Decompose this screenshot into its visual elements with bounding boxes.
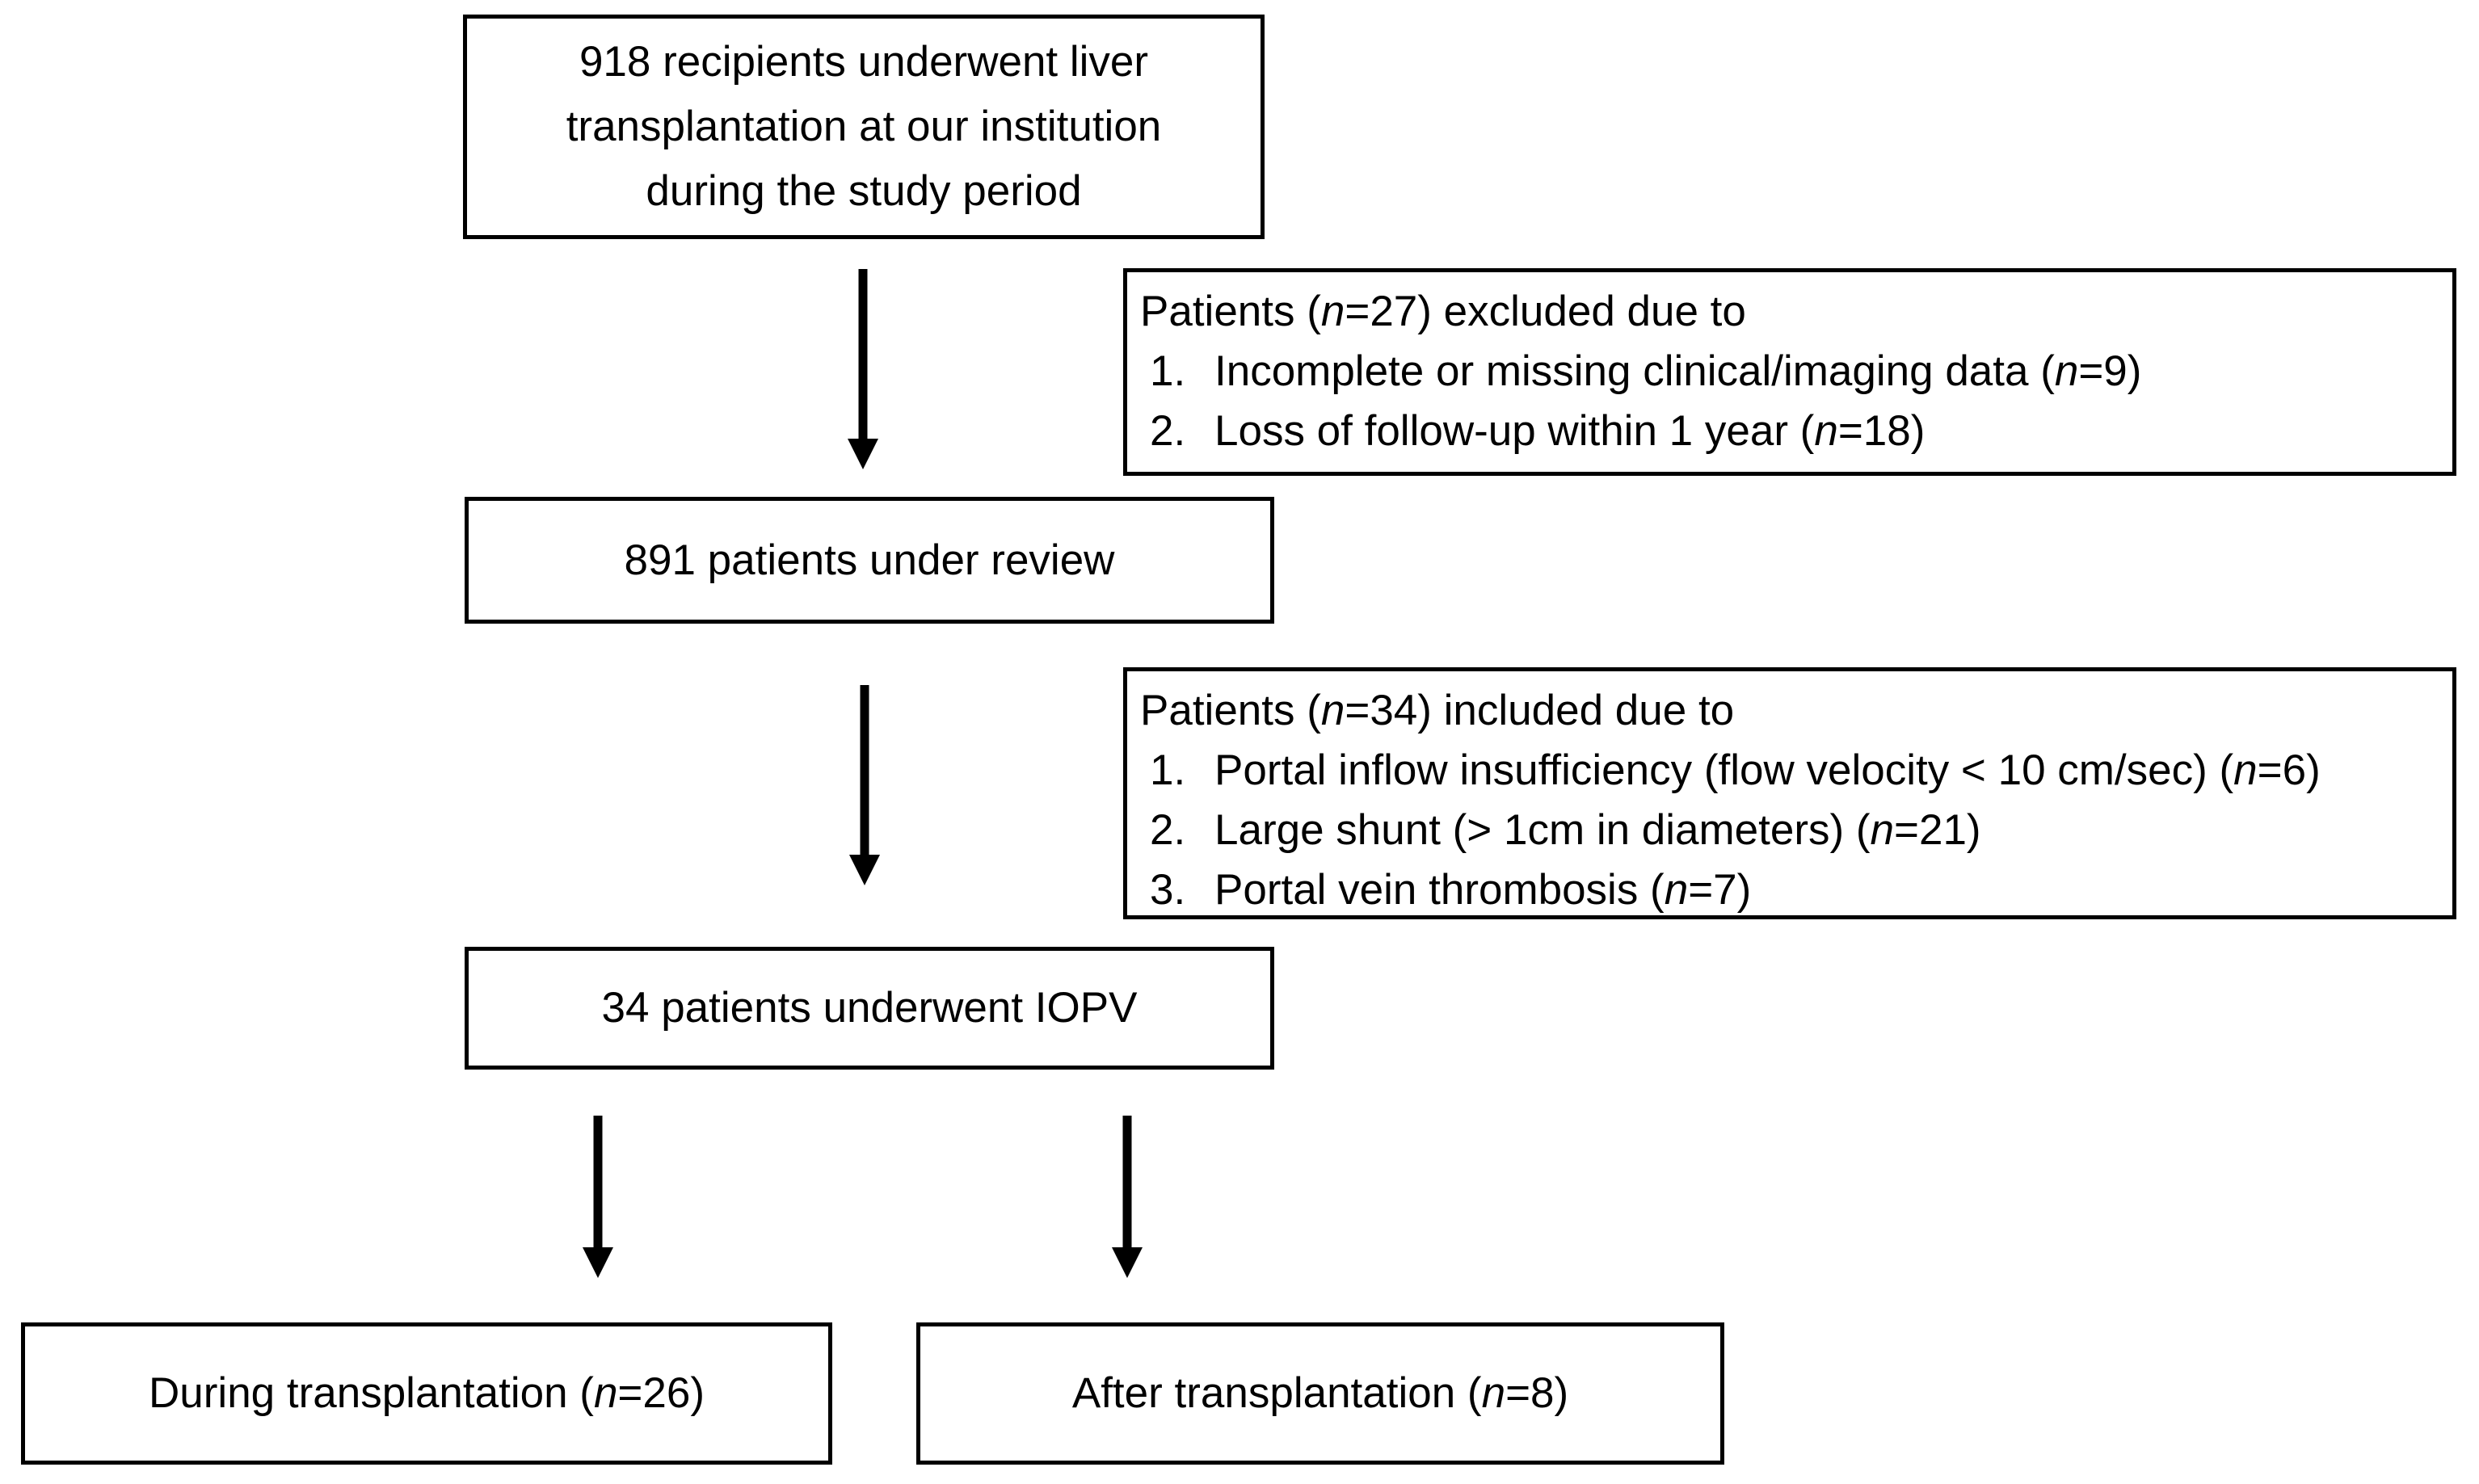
after-transplantation-box: After transplantation (n=8): [916, 1322, 1724, 1465]
item-number: 2.: [1150, 806, 1186, 854]
item-text: Portal inflow insufficiency (flow veloci…: [1214, 746, 2321, 794]
after-transplantation-label: After transplantation (n=8): [1071, 1369, 1569, 1417]
enrollment-line: transplantation at our institution: [566, 103, 1162, 150]
enrollment-line: during the study period: [646, 167, 1082, 215]
excluded-item: 1. Incomplete or missing clinical/imagin…: [1140, 342, 2444, 401]
down-arrow: [848, 269, 878, 469]
included-box: Patients (n=34) included due to 1. Porta…: [1123, 667, 2456, 919]
excluded-item: 2. Loss of follow-up within 1 year (n=18…: [1140, 401, 2444, 461]
item-text: Portal vein thrombosis (n=7): [1214, 866, 1752, 914]
item-text: Incomplete or missing clinical/imaging d…: [1214, 347, 2142, 395]
iopv-label: 34 patients underwent IOPV: [601, 984, 1138, 1032]
excluded-title: Patients (n=27) excluded due to: [1140, 288, 1746, 335]
included-item: 2. Large shunt (> 1cm in diameters) (n=2…: [1140, 801, 2444, 860]
item-number: 2.: [1150, 407, 1186, 455]
review-box: 891 patients under review: [465, 497, 1274, 624]
arrow-head-icon: [583, 1247, 613, 1278]
item-number: 1.: [1150, 746, 1186, 794]
arrow-head-icon: [848, 439, 878, 469]
during-transplantation-box: During transplantation (n=26): [21, 1322, 832, 1465]
arrow-shaft: [858, 269, 868, 444]
during-transplantation-label: During transplantation (n=26): [149, 1369, 705, 1417]
arrow-head-icon: [1112, 1247, 1143, 1278]
down-arrow: [1112, 1116, 1143, 1278]
item-text: Loss of follow-up within 1 year (n=18): [1214, 407, 1926, 455]
down-arrow: [583, 1116, 613, 1278]
item-number: 3.: [1150, 866, 1186, 914]
enrollment-line: 918 recipients underwent liver: [579, 38, 1149, 86]
item-text: Large shunt (> 1cm in diameters) (n=21): [1214, 806, 1981, 854]
arrow-head-icon: [849, 855, 880, 885]
included-item: 3. Portal vein thrombosis (n=7): [1140, 860, 2444, 920]
iopv-box: 34 patients underwent IOPV: [465, 947, 1274, 1070]
review-label: 891 patients under review: [624, 536, 1115, 584]
arrow-shaft: [1122, 1116, 1132, 1252]
item-number: 1.: [1150, 347, 1186, 395]
excluded-box: Patients (n=27) excluded due to 1. Incom…: [1123, 268, 2456, 476]
arrow-shaft: [860, 685, 869, 860]
included-item: 1. Portal inflow insufficiency (flow vel…: [1140, 741, 2444, 801]
enrollment-box: 918 recipients underwent liver transplan…: [463, 15, 1265, 239]
arrow-shaft: [593, 1116, 603, 1252]
included-title: Patients (n=34) included due to: [1140, 687, 1735, 734]
down-arrow: [849, 685, 880, 885]
